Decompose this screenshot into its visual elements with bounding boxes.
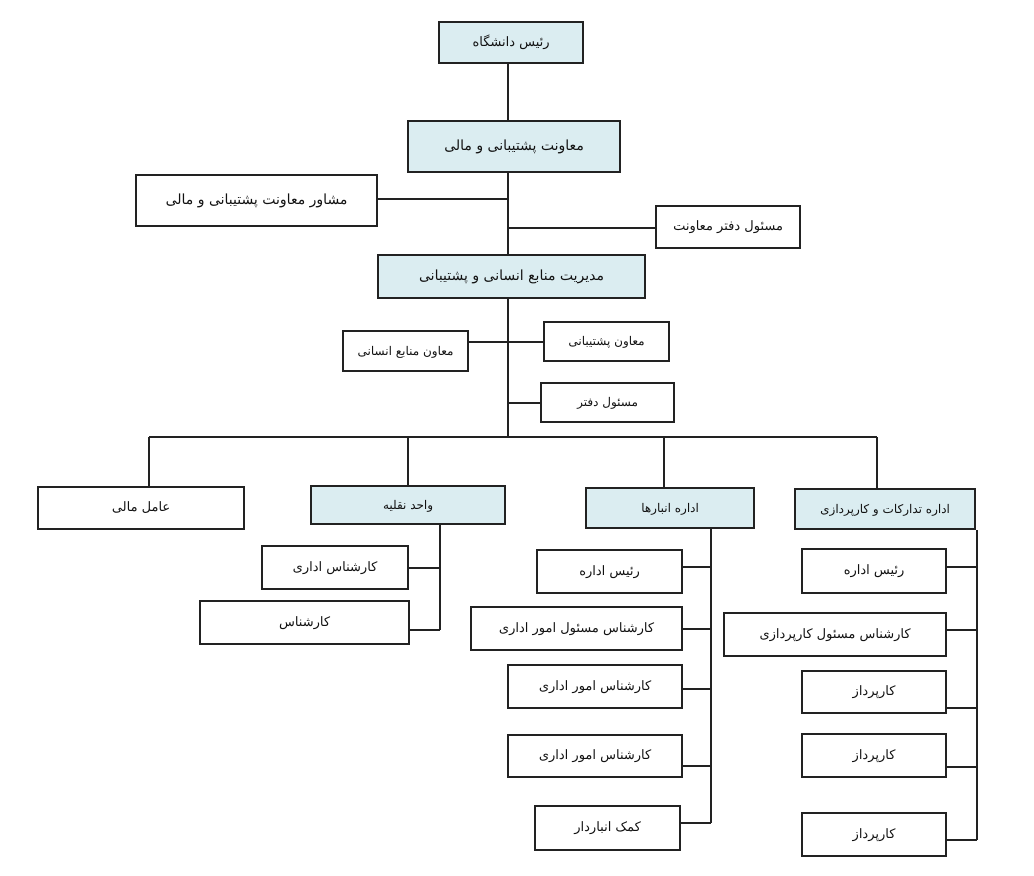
- node-vp-support-finance: معاونت پشتیبانی و مالی: [407, 120, 621, 173]
- node-wh-head: رئیس اداره: [536, 549, 683, 594]
- node-warehouses-dept: اداره انبارها: [585, 487, 755, 529]
- node-pr-head: رئیس اداره: [801, 548, 947, 594]
- node-pr-agent-2: کارپرداز: [801, 733, 947, 778]
- node-pr-agent-1: کارپرداز: [801, 670, 947, 714]
- node-wh-admin-lead-expert: کارشناس مسئول امور اداری: [470, 606, 683, 651]
- node-office-head: مسئول دفتر: [540, 382, 675, 423]
- node-deputy-support: معاون پشتیبانی: [543, 321, 670, 362]
- node-transport-admin-expert: کارشناس اداری: [261, 545, 409, 590]
- node-president: رئیس دانشگاه: [438, 21, 584, 64]
- node-wh-admin-expert-2: کارشناس امور اداری: [507, 734, 683, 778]
- node-deputy-hr: معاون منابع انسانی: [342, 330, 469, 372]
- node-office-head-vp: مسئول دفتر معاونت: [655, 205, 801, 249]
- node-hr-support-director: مدیریت منابع انسانی و پشتیبانی: [377, 254, 646, 299]
- node-pr-lead-expert: کارشناس مسئول کارپردازی: [723, 612, 947, 657]
- node-transport-expert: کارشناس: [199, 600, 410, 645]
- node-wh-assistant: کمک انباردار: [534, 805, 681, 851]
- node-finance-agent: عامل مالی: [37, 486, 245, 530]
- node-pr-agent-3: کارپرداز: [801, 812, 947, 857]
- node-wh-admin-expert-1: کارشناس امور اداری: [507, 664, 683, 709]
- node-advisor: مشاور معاونت پشتیبانی و مالی: [135, 174, 378, 227]
- node-procurement-dept: اداره تدارکات و کارپردازی: [794, 488, 976, 530]
- node-transport-unit: واحد نقلیه: [310, 485, 506, 525]
